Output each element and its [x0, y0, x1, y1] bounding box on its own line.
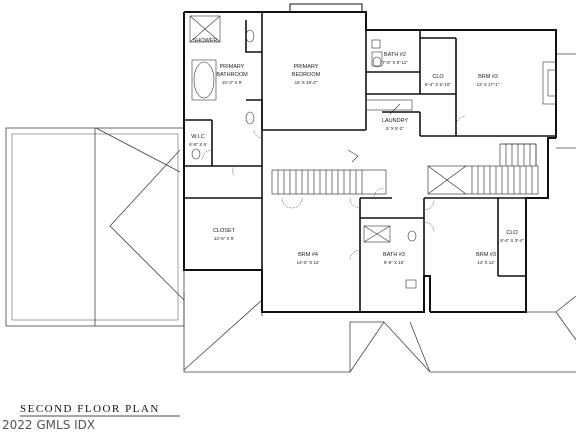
- room-label-primary-bathroom-line2: BATHROOM: [216, 72, 248, 78]
- room-label-laundry: LAUNDRY: [382, 118, 409, 124]
- room-dim-clo-top: 6'-4" X 5'-10": [425, 82, 451, 87]
- interior-walls: [184, 12, 556, 312]
- room-label-closet: CLOSET: [213, 228, 236, 234]
- room-label-bath2: BATH #2: [384, 52, 406, 58]
- room-label-shower: SHOWER: [193, 38, 218, 44]
- room-label-brm2: BRM #2: [478, 74, 498, 80]
- room-dim-brm4: 14'-5" X 12': [297, 260, 320, 265]
- room-dim-brm3: 14' X 12': [477, 260, 494, 265]
- room-label-clo-top: CLO: [432, 74, 444, 80]
- staircase-left: [271, 169, 387, 195]
- doors: [201, 115, 467, 261]
- room-dim-bath3: 9'-6" X 10': [384, 260, 404, 265]
- room-label-primary-bedroom-line2: BEDROOM: [292, 72, 321, 78]
- room-label-clo-right: CLO: [506, 230, 518, 236]
- room-label-bath3: BATH #3: [383, 252, 405, 258]
- room-dim-closet: 12'-6" X 9': [214, 236, 234, 241]
- room-dim-wic: 6'-8" X 5': [189, 142, 207, 147]
- room-dim-primary-bathroom: 15'-3" X 9': [222, 80, 242, 85]
- watermark: 2022 GMLS IDX: [2, 418, 95, 432]
- staircase-right: [427, 143, 539, 195]
- room-dim-clo-right: 8'-4" X 3'-4": [500, 238, 524, 243]
- fixtures: [189, 15, 557, 289]
- room-dim-bath2: 7'-6" X 8'-11": [382, 60, 408, 65]
- room-dim-brm2: 13' X 17'-1": [477, 82, 500, 87]
- garage-roof-outline: [5, 127, 185, 327]
- room-label-wic: W.I.C: [191, 134, 204, 140]
- room-dim-laundry: 5' X 5'-2": [386, 126, 404, 131]
- room-label-primary-bathroom-line1: PRIMARY: [220, 64, 245, 70]
- plan-title: SECOND FLOOR PLAN: [20, 403, 160, 415]
- room-label-primary-bedroom-line1: PRIMARY: [294, 64, 319, 70]
- room-label-brm3: BRM #3: [476, 252, 496, 258]
- room-label-brm4: BRM #4: [298, 252, 318, 258]
- room-dim-primary-bedroom: 15' X 19'-2": [295, 80, 318, 85]
- lower-roof-outline: [183, 53, 576, 373]
